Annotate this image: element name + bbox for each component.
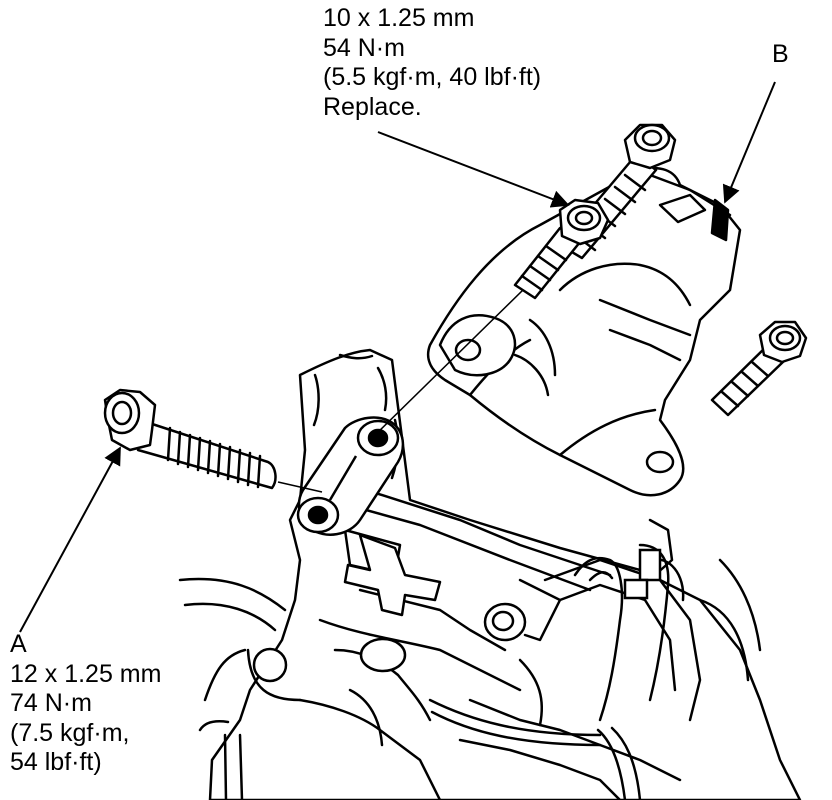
- torque-callout-upper-bolt: 10 x 1.25 mm 54 N·m (5.5 kgf·m, 40 lbf·f…: [323, 4, 541, 122]
- arrow-to-upper-bolt: [377, 131, 570, 208]
- callout-line: 54 lbf·ft): [10, 748, 102, 776]
- leader-arrows: [19, 81, 776, 633]
- bolt-right: [710, 320, 808, 417]
- arrow-to-point-b: [722, 81, 776, 204]
- mount-bracket: [426, 166, 742, 497]
- callout-line: 74 N·m: [10, 689, 92, 717]
- arrow-to-bolt-a: [19, 446, 121, 633]
- label-b: B: [772, 40, 789, 68]
- callout-line: (5.5 kgf·m, 40 lbf·ft): [323, 63, 542, 91]
- wiring-harness: [428, 543, 685, 800]
- callout-line: 10 x 1.25 mm: [323, 4, 475, 32]
- bolt-a: [103, 388, 277, 490]
- bolt-mid: [513, 198, 610, 300]
- torque-callout-bolt-a: A 12 x 1.25 mm 74 N·m (7.5 kgf·m, 54 lbf…: [10, 630, 161, 778]
- label-a: A: [10, 630, 27, 658]
- engine-side-boss: [296, 416, 405, 536]
- bolt-a-axis-line: [277, 481, 323, 493]
- callout-line: Replace.: [323, 92, 422, 121]
- callout-line: 54 N·m: [323, 33, 405, 62]
- callout-line: 12 x 1.25 mm: [10, 659, 162, 688]
- callout-line: (7.5 kgf·m,: [10, 718, 130, 747]
